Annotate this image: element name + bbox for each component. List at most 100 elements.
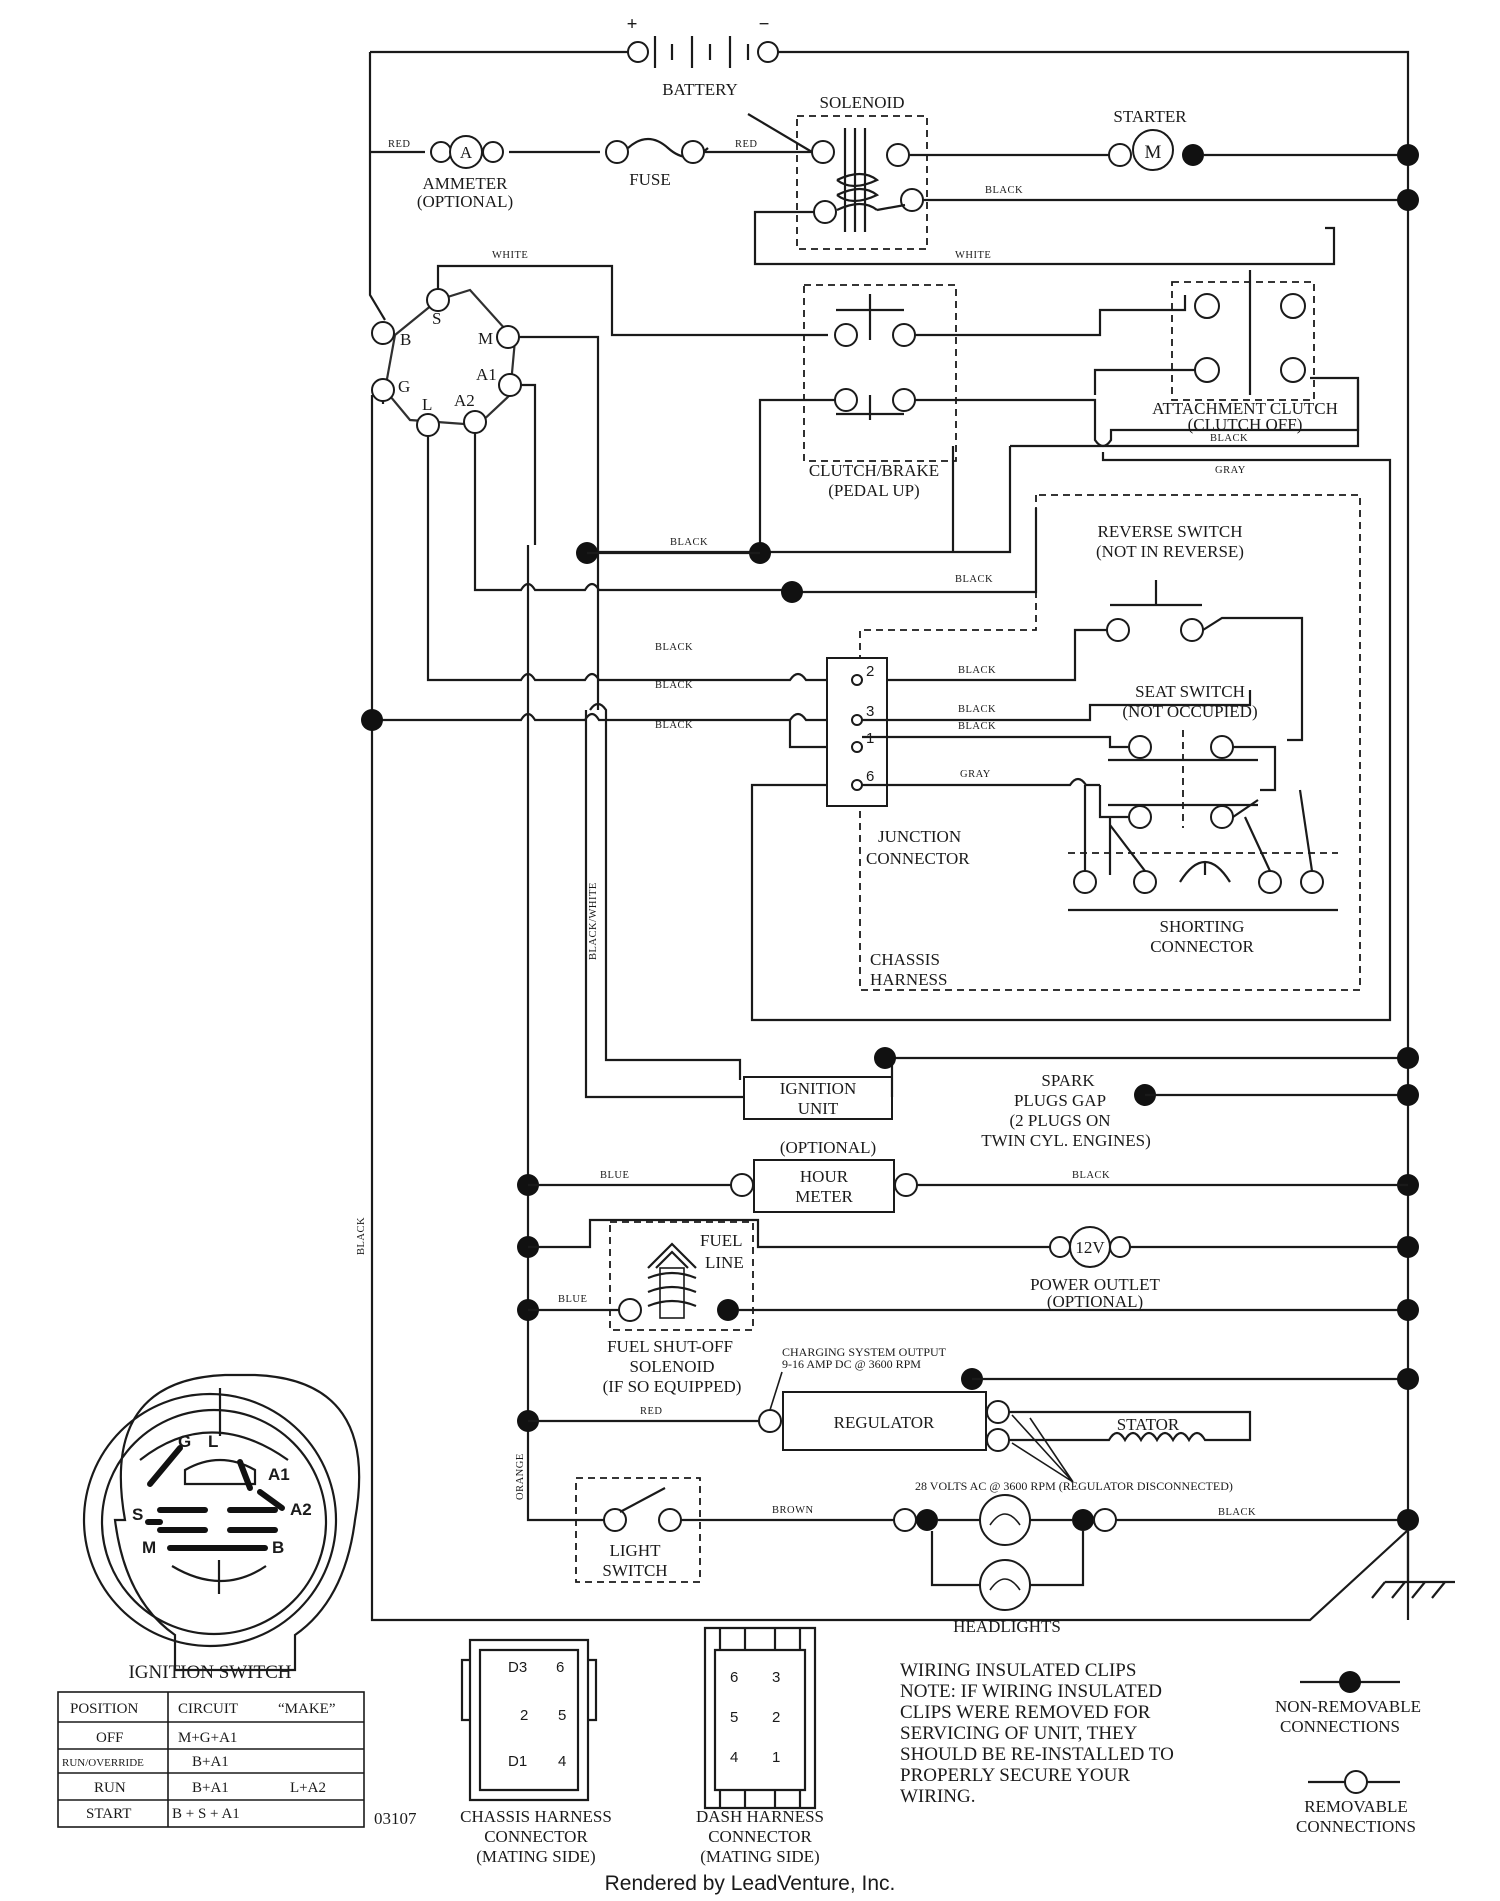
wire-label-black-6: BLACK [655,720,693,731]
fuse-label: FUSE [629,170,671,189]
regulator-label: REGULATOR [834,1413,935,1432]
seat-label-2: (NOT OCCUPIED) [1122,702,1257,721]
ground-symbol [1371,1530,1455,1599]
note-line-7: WIRING. [900,1786,975,1807]
light-switch-label-2: SWITCH [602,1561,667,1580]
gray-loop-wire [750,452,1392,1022]
shorting-label-1: SHORTING [1160,917,1245,936]
terminal-l-label: L [422,395,432,414]
table-row-position: OFF [96,1730,124,1746]
pin6-gray-wire [862,777,1100,787]
wire-label-black-4: BLACK [655,642,693,653]
chassis-pin-5: 5 [558,1707,566,1724]
headlights: HEADLIGHTS [893,1494,1419,1636]
wire-label-red-1: RED [388,139,411,150]
face-label-b: B [272,1538,284,1557]
battery-to-solenoid [747,113,813,153]
spark-label-3: (2 PLUGS ON [1009,1111,1110,1130]
ignition-switch-terminals: S M A1 A2 L G B [371,288,522,437]
spark-label-1: SPARK [1041,1071,1095,1090]
ammeter-a: A [460,143,473,162]
chassis-pin-4: 4 [558,1753,566,1770]
wire-label-black-solenoid: BLACK [985,185,1023,196]
table-header-make: “MAKE” [278,1701,335,1717]
dash-conn-label-2: CONNECTOR [708,1827,812,1846]
table-row-position: RUN/OVERRIDE [62,1757,144,1769]
shorting-label-2: CONNECTOR [1150,937,1254,956]
battery-label: BATTERY [662,80,738,99]
stator-label: STATOR [1117,1415,1180,1434]
fuel-line-label-1: FUEL [700,1231,743,1250]
shorting-connector: SHORTING CONNECTOR [1068,785,1338,956]
face-label-l: L [208,1432,218,1451]
fuel-label-3: (IF SO EQUIPPED) [603,1377,742,1396]
legend-non-removable-dot [1339,1671,1361,1693]
note-line-5: SHOULD BE RE-INSTALLED TO [900,1744,1174,1765]
wire-label-black-attach: BLACK [1210,433,1248,444]
legend-non-removable-1: NON-REMOVABLE [1275,1697,1421,1716]
ignition-table: POSITION CIRCUIT “MAKE” OFF M+G+A1 RUN/O… [57,1691,365,1828]
starter-label: STARTER [1113,107,1187,126]
terminal-a2-label: A2 [454,391,475,410]
rev-to-pin2 [870,628,1107,682]
charging-label-1: CHARGING SYSTEM OUTPUT [782,1345,947,1359]
starter: STARTER M [909,107,1408,171]
wire-label-black-vertical: BLACK [356,1217,367,1255]
solenoid: SOLENOID [747,93,928,250]
battery-plus: + [627,14,638,35]
spark-label-4: TWIN CYL. ENGINES) [981,1131,1151,1150]
ammeter: A AMMETER (OPTIONAL) [370,135,600,211]
terminal-s-label: S [432,309,441,328]
spark-plugs: SPARK PLUGS GAP (2 PLUGS ON TWIN CYL. EN… [981,1071,1419,1150]
note-line-4: SERVICING OF UNIT, THEY [900,1723,1138,1744]
wire-label-black-2: BLACK [670,537,708,548]
dash-pin-4: 4 [730,1749,738,1766]
table-header-position: POSITION [70,1701,139,1717]
terminal-l [416,413,440,437]
table-row-circuit: B+A1 [192,1754,229,1770]
dash-pin-6: 6 [730,1669,738,1686]
battery: + − BATTERY [627,14,779,99]
power-outlet-label-2: (OPTIONAL) [1047,1292,1143,1311]
terminal-a1-label: A1 [476,365,497,384]
chassis-harness-label-1: CHASSIS [870,950,940,969]
dash-harness-connector: 6 3 5 2 4 1 DASH HARNESS CONNECTOR (MATI… [696,1626,824,1866]
reverse-label-2: (NOT IN REVERSE) [1096,542,1244,561]
ammeter-label-2: (OPTIONAL) [417,192,513,211]
wire-label-blue-1: BLUE [600,1170,629,1181]
chassis-harness-label-2: HARNESS [870,970,947,989]
note-line-6: PROPERLY SECURE YOUR [900,1765,1130,1786]
ignition-unit: IGNITION UNIT [584,710,1419,1120]
wire-label-black-8: BLACK [958,704,996,715]
dash-pin-5: 5 [730,1709,738,1726]
power-outlet-label-1: POWER OUTLET [1030,1275,1160,1294]
terminal-b [371,321,395,345]
battery-neg-terminal [757,41,779,63]
stator: STATOR 28 VOLTS AC @ 3600 RPM (REGULATOR… [915,1410,1252,1493]
wiring-note: WIRING INSULATED CLIPS NOTE: IF WIRING I… [900,1660,1174,1807]
wire-label-white-1: WHITE [955,250,991,261]
clutch-brake-switch: CLUTCH/BRAKE (PEDAL UP) [803,284,957,500]
face-label-a1: A1 [268,1465,290,1484]
wire-label-brown: BROWN [772,1505,814,1516]
inner-left-bus [526,545,576,1522]
chassis-conn-label-2: CONNECTOR [484,1827,588,1846]
chassis-harness: CHASSIS HARNESS [859,494,1361,991]
wire-label-black-hour: BLACK [1072,1170,1110,1181]
wire-label-black-9: BLACK [958,721,996,732]
power-outlet: 12V POWER OUTLET (OPTIONAL) [517,1218,1419,1311]
terminal-m-label: M [478,329,493,348]
solenoid-label: SOLENOID [820,93,905,112]
power-outlet-12v: 12V [1075,1238,1105,1257]
note-line-1: WIRING INSULATED CLIPS [900,1660,1136,1681]
table-row-position: RUN [94,1780,126,1796]
wire-label-gray-2: GRAY [960,769,991,780]
clutch-to-attach-wire [915,295,1187,337]
wire-label-black-light: BLACK [1218,1507,1256,1518]
m-black-white-wire [519,335,742,1080]
face-label-s: S [132,1505,143,1524]
attach-label-2: (CLUTCH OFF) [1188,415,1303,434]
ignition-unit-label-2: UNIT [798,1099,839,1118]
footer-text: Rendered by LeadVenture, Inc. [605,1872,896,1895]
ignition-switch-title: IGNITION SWITCH [128,1662,291,1683]
